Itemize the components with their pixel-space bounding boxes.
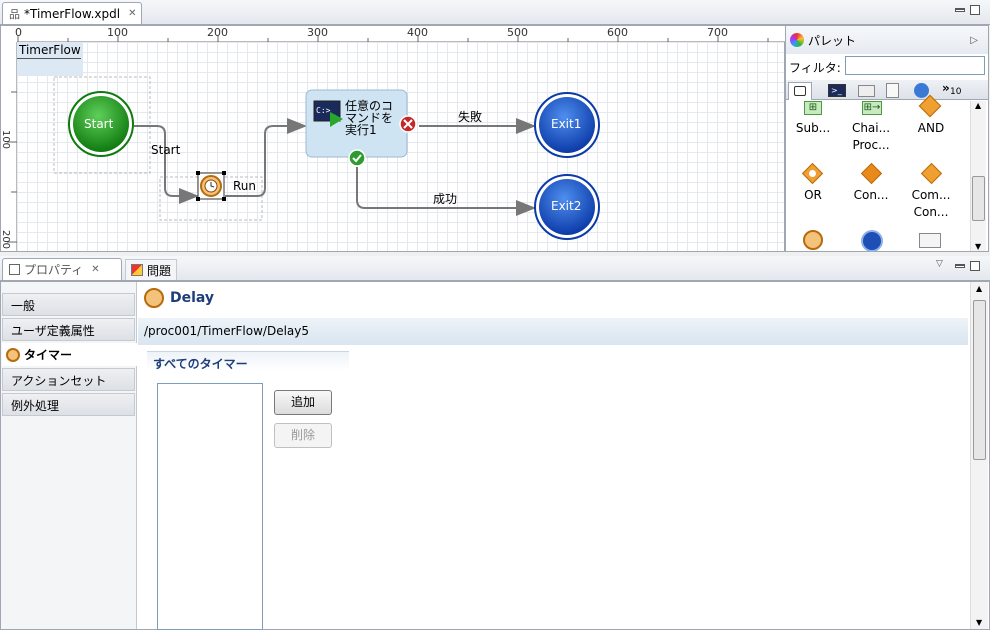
properties-tab-title: プロパティ bbox=[24, 263, 84, 277]
svg-text:C:>_: C:>_ bbox=[316, 106, 335, 115]
ruler-top: 0 100 200 300 400 500 600 700 bbox=[15, 26, 785, 42]
mail-icon[interactable] bbox=[858, 85, 875, 97]
success-edge-label: 成功 bbox=[433, 192, 458, 206]
palette-item-chain-process[interactable]: Chai... Proc... bbox=[851, 121, 891, 152]
more-tabs-count: 10 bbox=[950, 87, 962, 97]
side-tab-timer[interactable]: タイマー bbox=[2, 343, 138, 366]
editor-tabbar bbox=[0, 0, 990, 25]
minimize-icon[interactable] bbox=[955, 8, 965, 12]
timer-list[interactable] bbox=[157, 383, 263, 630]
activity-icon bbox=[794, 86, 806, 96]
problems-tab[interactable]: 問題 bbox=[125, 259, 178, 280]
property-header-title: Delay bbox=[170, 290, 215, 306]
ruler-label: 0 bbox=[15, 26, 22, 39]
refresh-icon[interactable] bbox=[914, 83, 929, 98]
palette-header: パレット ▷ bbox=[786, 26, 988, 54]
palette-icon bbox=[790, 33, 804, 47]
xpdl-file-icon: 品 bbox=[9, 7, 20, 21]
palette-item-condition[interactable]: Con... bbox=[853, 188, 889, 202]
ruler-left: 100 200 bbox=[0, 42, 17, 251]
end-event-icon[interactable] bbox=[861, 230, 883, 252]
ruler-label: 200 bbox=[0, 229, 12, 250]
editor-tab-title: *TimerFlow.xpdl bbox=[24, 6, 121, 21]
delay-timer-icon[interactable] bbox=[198, 173, 224, 199]
start-event-label[interactable]: Start bbox=[84, 117, 114, 131]
property-header: Delay bbox=[138, 283, 968, 313]
scroll-down-icon[interactable]: ▼ bbox=[976, 618, 983, 627]
timer-icon bbox=[6, 347, 20, 362]
maximize-icon[interactable] bbox=[970, 261, 980, 271]
timer-icon[interactable] bbox=[803, 230, 823, 250]
palette-tab-basic[interactable] bbox=[788, 82, 812, 100]
side-tab-exception[interactable]: 例外処理 bbox=[2, 393, 135, 416]
side-tab-general[interactable]: 一般 bbox=[2, 293, 135, 316]
fail-edge-label: 失敗 bbox=[458, 110, 483, 124]
view-menu-icon[interactable]: ▽ bbox=[936, 259, 943, 269]
ruler-label: 100 bbox=[107, 26, 128, 39]
close-icon[interactable]: ✕ bbox=[91, 264, 100, 275]
properties-tab[interactable]: プロパティ ✕ bbox=[2, 258, 122, 280]
element-path: /proc001/TimerFlow/Delay5 bbox=[138, 318, 968, 345]
ruler-label: 500 bbox=[507, 26, 528, 39]
maximize-icon[interactable] bbox=[970, 5, 980, 15]
filter-label: フィルタ: bbox=[789, 61, 841, 75]
properties-icon bbox=[9, 264, 20, 275]
palette-tab-command[interactable]: >_ bbox=[828, 84, 846, 97]
palette-scrollbar[interactable]: ▲ ▼ bbox=[970, 101, 986, 251]
more-tabs-icon[interactable]: » bbox=[942, 81, 950, 95]
filter-input[interactable] bbox=[845, 56, 985, 75]
collapse-palette-icon[interactable]: ▷ bbox=[970, 34, 978, 46]
ruler-label: 400 bbox=[407, 26, 428, 39]
scroll-down-icon[interactable]: ▼ bbox=[975, 242, 982, 251]
ruler-label: 700 bbox=[707, 26, 728, 39]
properties-scrollbar[interactable]: ▲ ▼ bbox=[970, 282, 988, 629]
minimize-icon[interactable] bbox=[955, 264, 965, 268]
palette-item-icon: ⊞ bbox=[804, 101, 822, 115]
document-icon[interactable] bbox=[886, 83, 899, 98]
editor-tab[interactable]: 品 *TimerFlow.xpdl ✕ bbox=[2, 2, 142, 24]
ruler-label: 600 bbox=[607, 26, 628, 39]
palette-item-or[interactable]: OR bbox=[804, 188, 822, 202]
run-edge-label: Run bbox=[233, 179, 257, 193]
ruler-label: 100 bbox=[0, 129, 12, 150]
add-button[interactable]: 追加 bbox=[274, 390, 332, 415]
start-edge-label: Start bbox=[151, 143, 181, 157]
scroll-thumb[interactable] bbox=[972, 176, 985, 221]
palette-item-complex-condition[interactable]: Com... Con... bbox=[911, 188, 951, 219]
scroll-up-icon[interactable]: ▲ bbox=[976, 284, 983, 293]
ruler-label: 300 bbox=[307, 26, 328, 39]
side-tab-action-set[interactable]: アクションセット bbox=[2, 368, 135, 391]
diagram-drawing: C:>_ bbox=[53, 76, 600, 240]
ruler-label: 200 bbox=[207, 26, 228, 39]
command-task-label[interactable]: 任意のコマンドを実行1 bbox=[345, 99, 394, 137]
palette-item-and[interactable]: AND bbox=[917, 121, 945, 135]
delete-button[interactable]: 削除 bbox=[274, 423, 332, 448]
palette-title: パレット bbox=[808, 33, 857, 48]
pool-label[interactable]: TimerFlow bbox=[17, 42, 83, 76]
scroll-thumb[interactable] bbox=[973, 300, 986, 460]
problems-icon bbox=[131, 264, 143, 276]
section-title: すべてのタイマー bbox=[147, 351, 349, 371]
terminal-icon: >_ bbox=[831, 86, 842, 95]
exit1-label[interactable]: Exit1 bbox=[551, 117, 582, 131]
message-icon[interactable] bbox=[919, 233, 941, 248]
palette-item-subprocess[interactable]: Sub... bbox=[795, 121, 831, 135]
palette-item-icon: ⊞→ bbox=[862, 101, 882, 115]
close-icon[interactable]: ✕ bbox=[128, 8, 137, 19]
scroll-up-icon[interactable]: ▲ bbox=[975, 101, 982, 110]
exit2-label[interactable]: Exit2 bbox=[551, 199, 582, 213]
delay-icon bbox=[144, 288, 164, 308]
side-tab-user-attributes[interactable]: ユーザ定義属性 bbox=[2, 318, 135, 341]
